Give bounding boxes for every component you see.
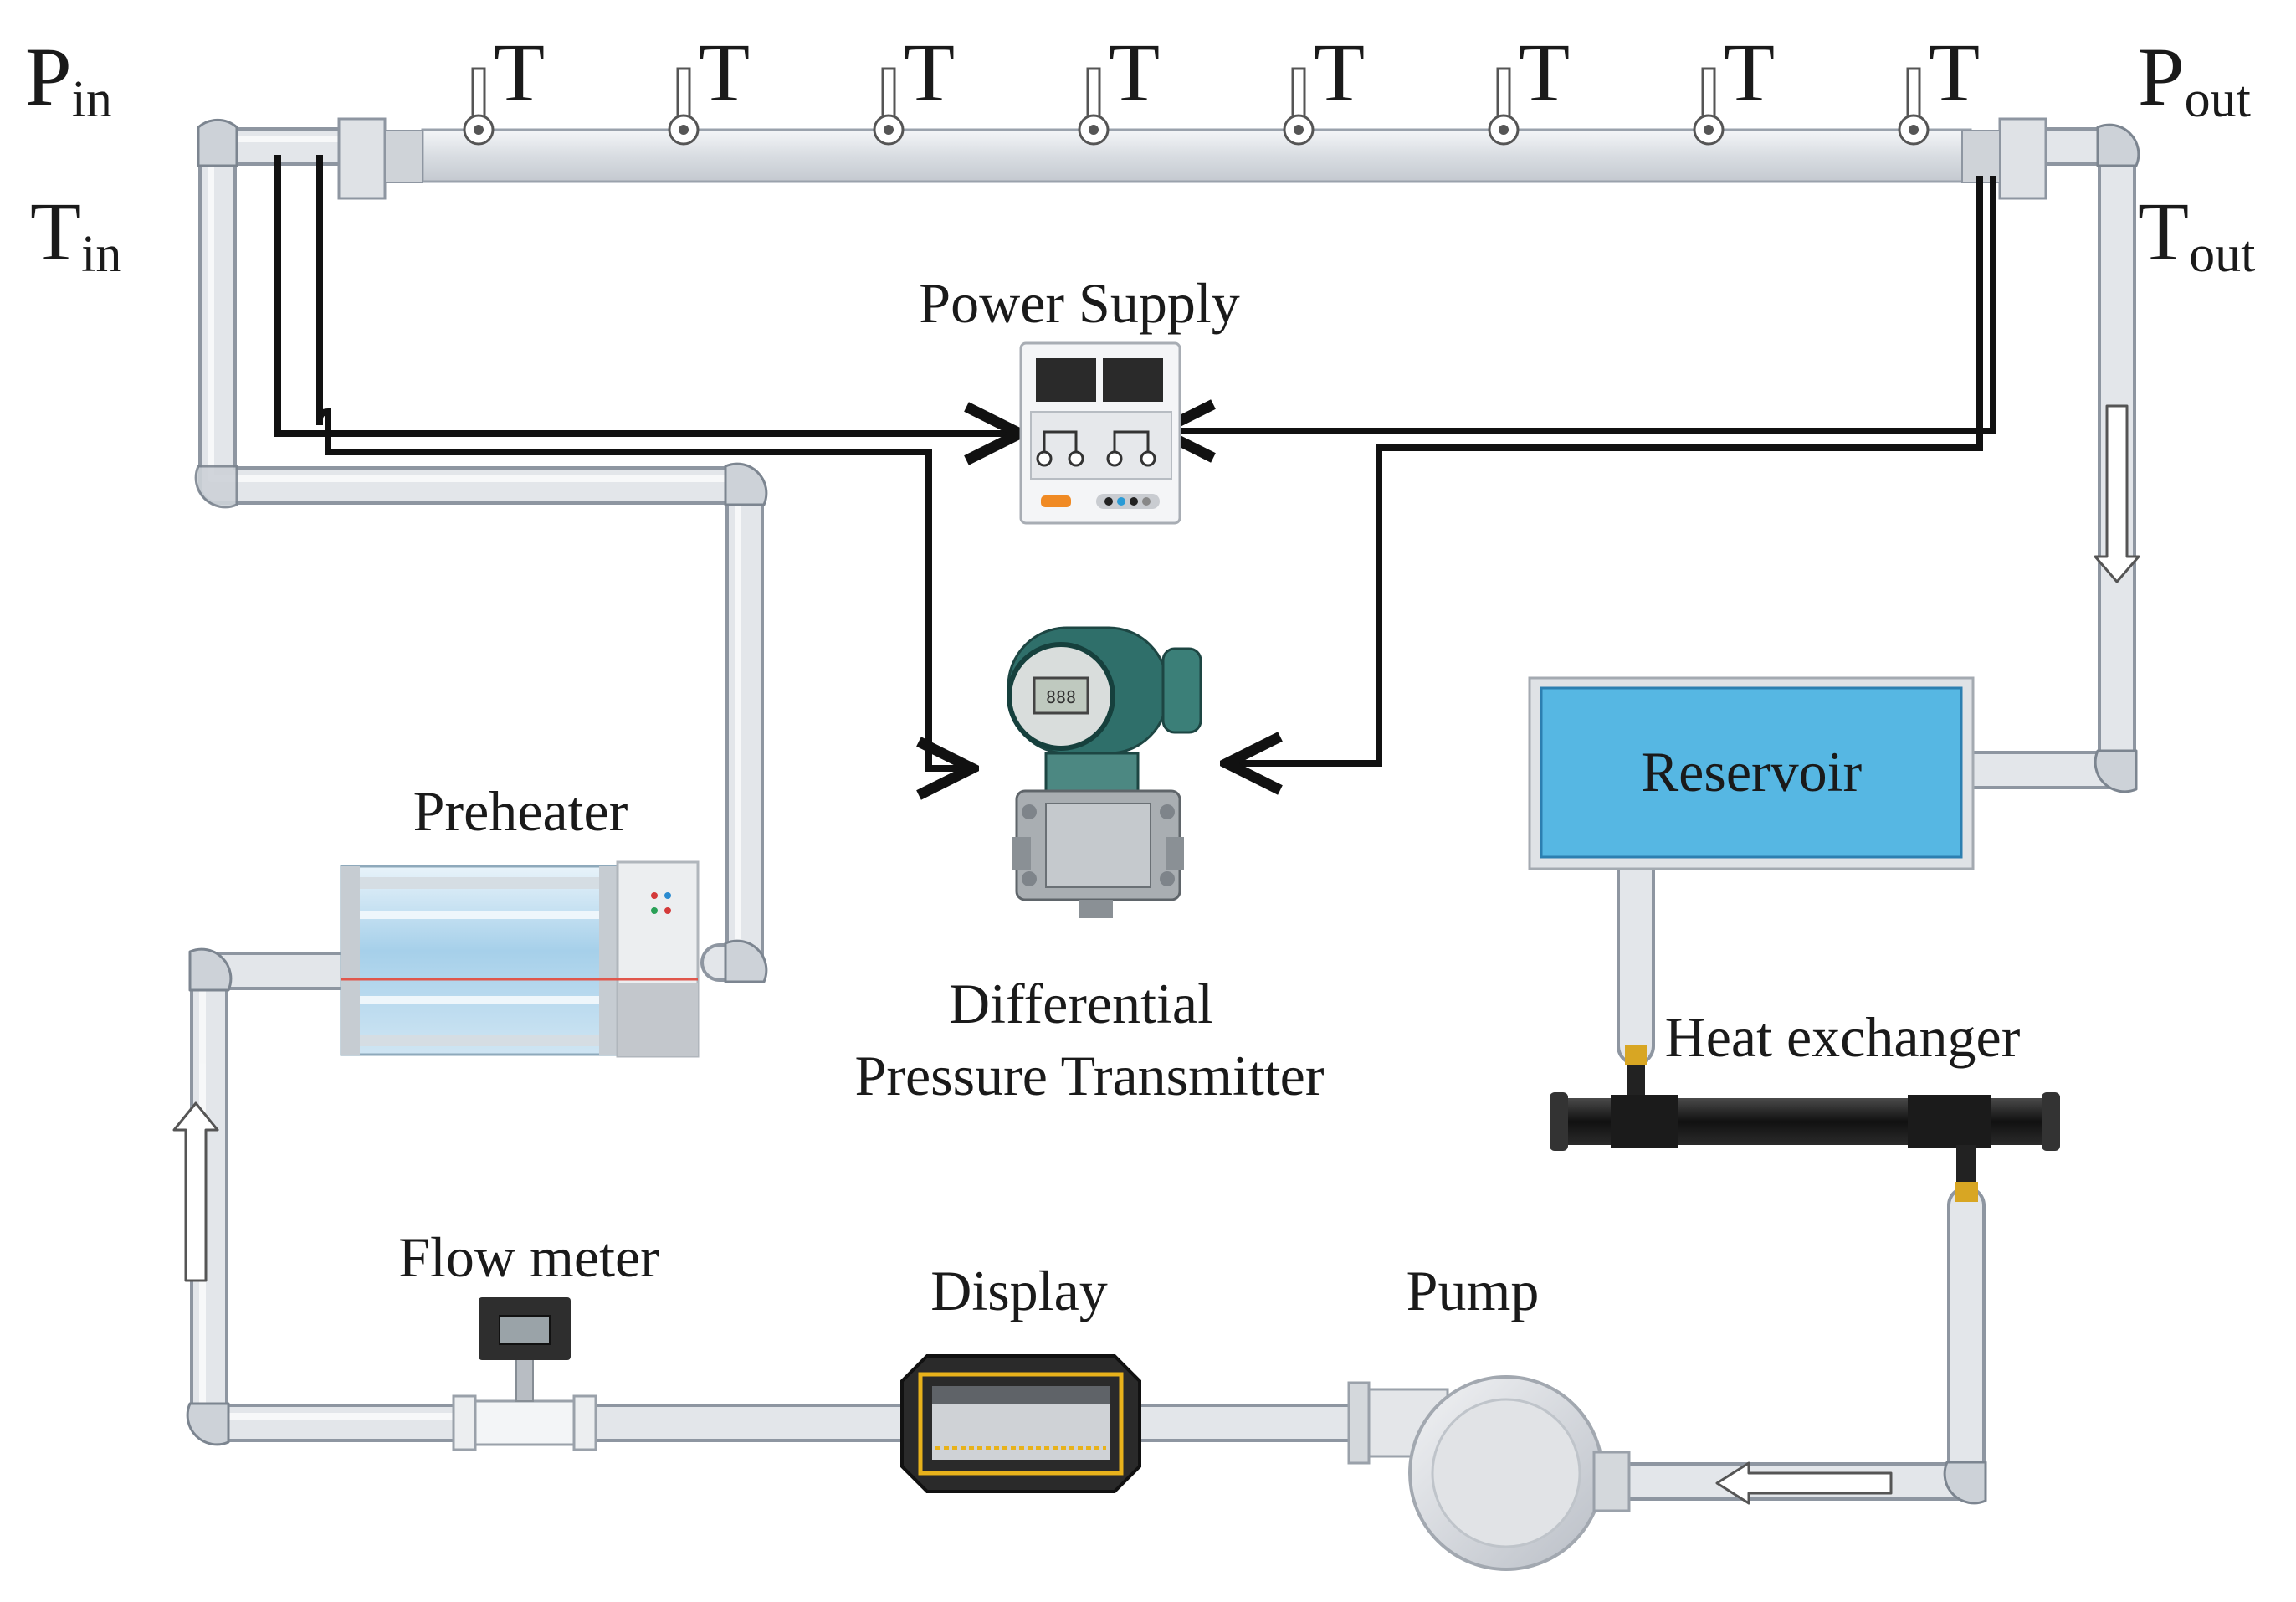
flow-meter-label: Flow meter — [398, 1225, 659, 1289]
reservoir-tank — [1528, 676, 1975, 870]
thermocouple-core — [474, 125, 484, 135]
thermocouple-core — [1704, 125, 1714, 135]
thermocouple-stem — [1701, 67, 1716, 122]
pump-label: Pump — [1407, 1259, 1540, 1322]
dpt-label-line1: Differential — [949, 972, 1213, 1035]
flow-meter-device — [452, 1297, 597, 1451]
wire-outlet-to-power — [1163, 176, 1996, 431]
pipe-pump-hx — [1604, 1186, 1986, 1501]
thermocouple-stem — [676, 67, 691, 122]
pout-label: Pout — [2138, 30, 2251, 128]
wire-inlet-to-dpt-path — [316, 155, 969, 768]
display-device — [900, 1354, 1141, 1493]
thermocouple-stem — [1496, 67, 1511, 122]
pipe-elbows — [186, 118, 2140, 1505]
power-supply-label: Power Supply — [919, 271, 1239, 335]
power-switch — [1041, 495, 1071, 507]
reservoir-label: Reservoir — [1641, 740, 1863, 804]
thermocouple-stem — [471, 67, 486, 122]
pin-label: Pin — [25, 30, 112, 128]
svg-text:888: 888 — [1046, 687, 1076, 707]
test-section-tube — [421, 128, 1972, 183]
tout-label: Tout — [2138, 185, 2255, 283]
thermocouple-label: T — [1314, 26, 1365, 119]
thermocouple-stem — [1906, 67, 1921, 122]
flow-arrow-left — [1715, 1461, 1893, 1505]
thermocouple-2: T — [668, 26, 750, 146]
thermocouple-1: T — [463, 26, 545, 146]
thermocouple-core — [884, 125, 894, 135]
heat-exchanger-unit — [1550, 1045, 2060, 1202]
labels: Pin Tin Pout Tout Power Supply Different… — [25, 30, 2255, 1322]
flow-arrow-up — [172, 1101, 219, 1282]
preheater-unit — [340, 860, 700, 1058]
thermocouple-label: T — [1109, 26, 1160, 119]
thermocouple-6: T — [1488, 26, 1570, 146]
thermocouple-stem — [881, 67, 896, 122]
thermocouple-5: T — [1283, 26, 1365, 146]
power-supply-unit — [1019, 341, 1181, 525]
heat-exchanger-label: Heat exchanger — [1665, 1005, 2021, 1069]
flow-arrows — [172, 404, 2140, 1505]
thermocouple-stem — [1291, 67, 1306, 122]
thermocouple-core — [1294, 125, 1304, 135]
preheater-label: Preheater — [413, 779, 628, 843]
thermocouple-label: T — [1724, 26, 1775, 119]
wire-outlet-to-dpt — [1230, 176, 1983, 763]
inlet-flange — [337, 117, 387, 200]
display-label: Display — [930, 1259, 1108, 1322]
thermocouple-core — [1089, 125, 1099, 135]
thermocouple-core — [679, 125, 689, 135]
flow-arrow-down — [2094, 404, 2140, 583]
thermocouple-label: T — [699, 26, 750, 119]
thermocouple-label: T — [904, 26, 955, 119]
pipe-network — [172, 118, 2140, 1505]
signal-wires — [274, 155, 1996, 768]
power-display-right — [1103, 358, 1163, 402]
differential-pressure-transmitter: 888 — [1007, 626, 1202, 918]
power-display-left — [1036, 358, 1096, 402]
tin-label: Tin — [30, 185, 121, 283]
thermocouple-3: T — [873, 26, 955, 146]
thermocouple-label: T — [1519, 26, 1570, 119]
flow-meter-screen — [499, 1315, 551, 1345]
thermocouple-label: T — [494, 26, 545, 119]
thermocouple-7: T — [1693, 26, 1775, 146]
thermocouple-8: T — [1898, 26, 1980, 146]
wire-inlet-to-power — [274, 155, 1017, 434]
thermocouple-4: T — [1078, 26, 1160, 146]
pump-device — [1347, 1375, 1631, 1571]
outlet-flange — [1998, 117, 2047, 200]
dpt-label-line2: Pressure Transmitter — [855, 1044, 1325, 1107]
thermocouple-stem — [1086, 67, 1101, 122]
thermocouple-core — [1499, 125, 1509, 135]
thermocouple-label: T — [1929, 26, 1980, 119]
thermocouple-core — [1909, 125, 1919, 135]
dpt-lcd — [1033, 676, 1089, 715]
